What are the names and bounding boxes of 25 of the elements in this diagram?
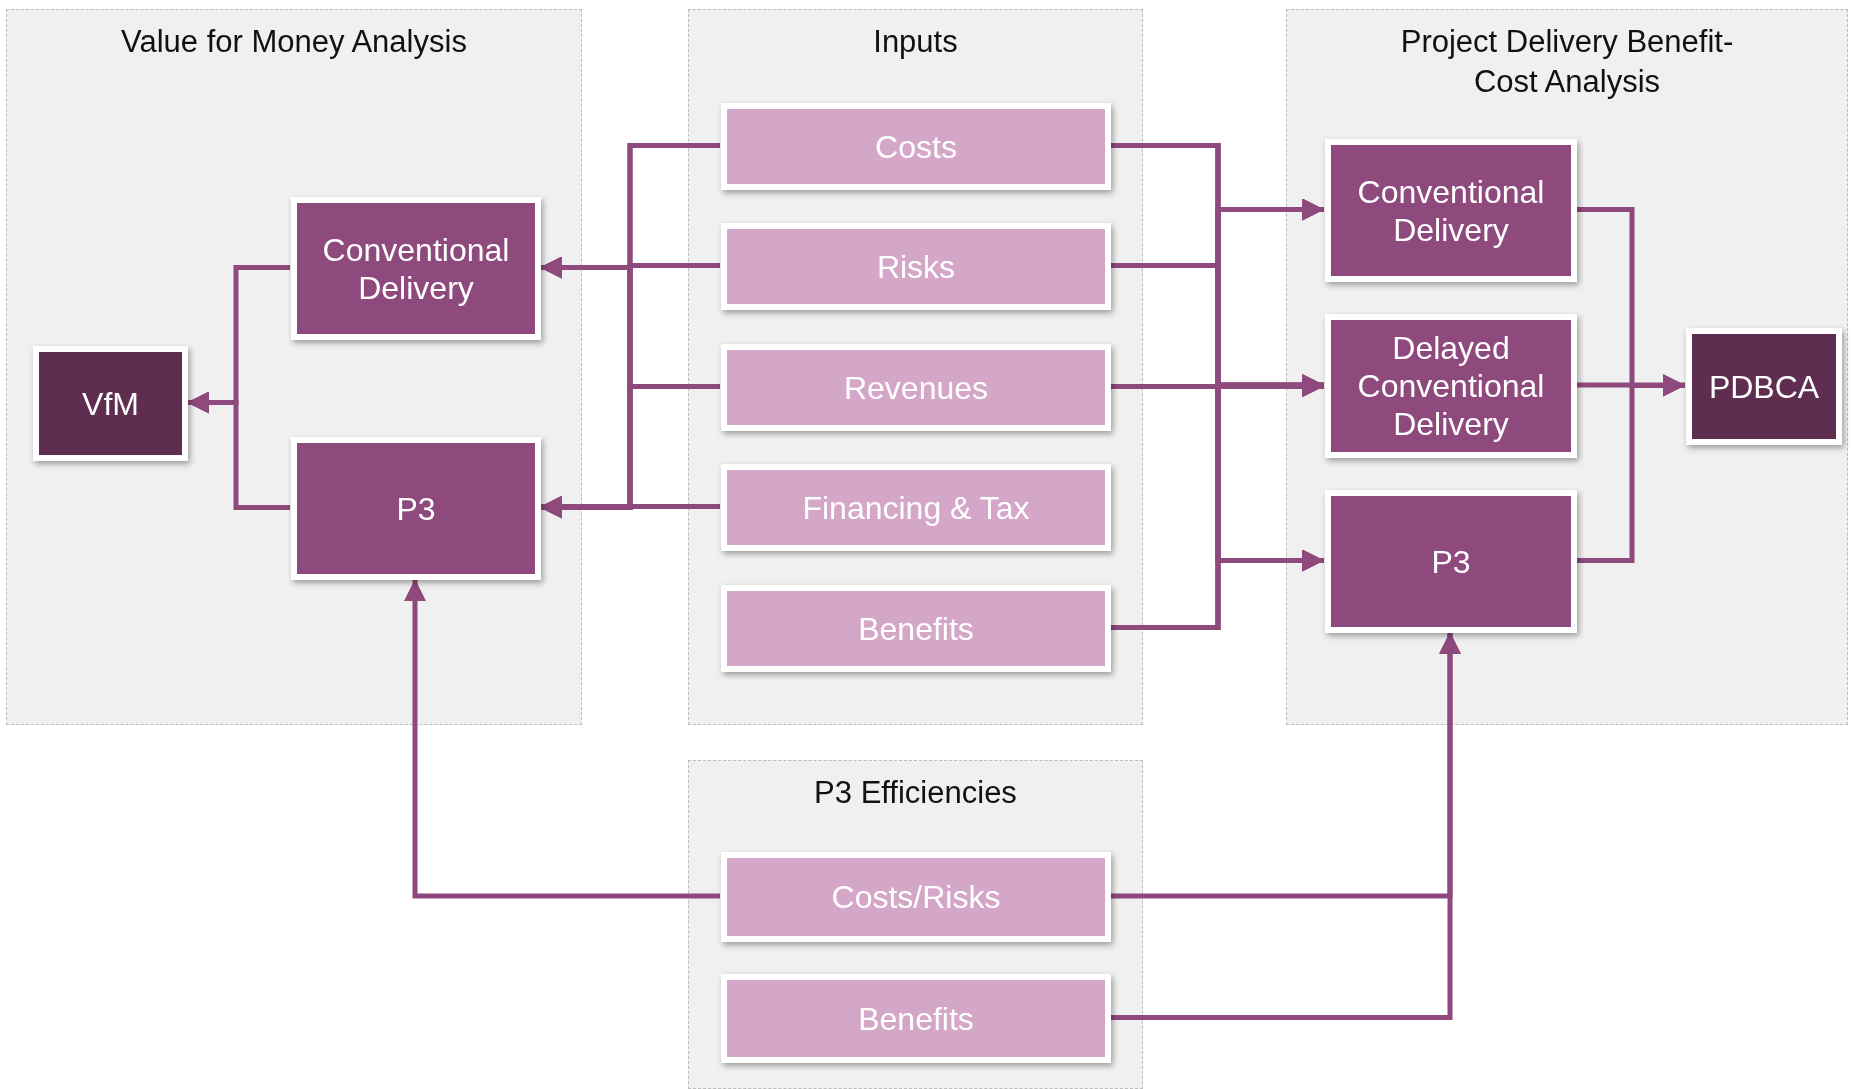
- group-panel: [6, 9, 582, 725]
- process-box: P3: [1325, 490, 1577, 633]
- group-panel: [1286, 9, 1848, 725]
- process-box: Conventional Delivery: [1325, 139, 1577, 282]
- process-box: Conventional Delivery: [291, 197, 541, 340]
- group-title: P3 Efficiencies: [814, 774, 1017, 812]
- process-box: Revenues: [721, 344, 1111, 431]
- arrow: [1110, 632, 1461, 1020]
- process-box: Delayed Conventional Delivery: [1325, 314, 1577, 458]
- process-box: Benefits: [721, 974, 1111, 1063]
- process-box: Costs: [721, 103, 1111, 190]
- group-panel: [688, 760, 1143, 1089]
- process-box: Benefits: [721, 585, 1111, 672]
- group-panel: [688, 9, 1143, 725]
- process-box: Financing & Tax: [721, 464, 1111, 551]
- process-box: Costs/Risks: [721, 852, 1111, 942]
- group-title: Value for Money Analysis: [121, 23, 467, 61]
- process-box: Risks: [721, 223, 1111, 310]
- arrow: [1576, 374, 1685, 563]
- group-title: Project Delivery Benefit-Cost Analysis: [1399, 23, 1735, 101]
- arrow: [404, 579, 720, 899]
- process-box: PDBCA: [1686, 328, 1842, 445]
- process-box: VfM: [33, 346, 188, 461]
- process-box: P3: [291, 437, 541, 580]
- group-title: Inputs: [873, 23, 958, 61]
